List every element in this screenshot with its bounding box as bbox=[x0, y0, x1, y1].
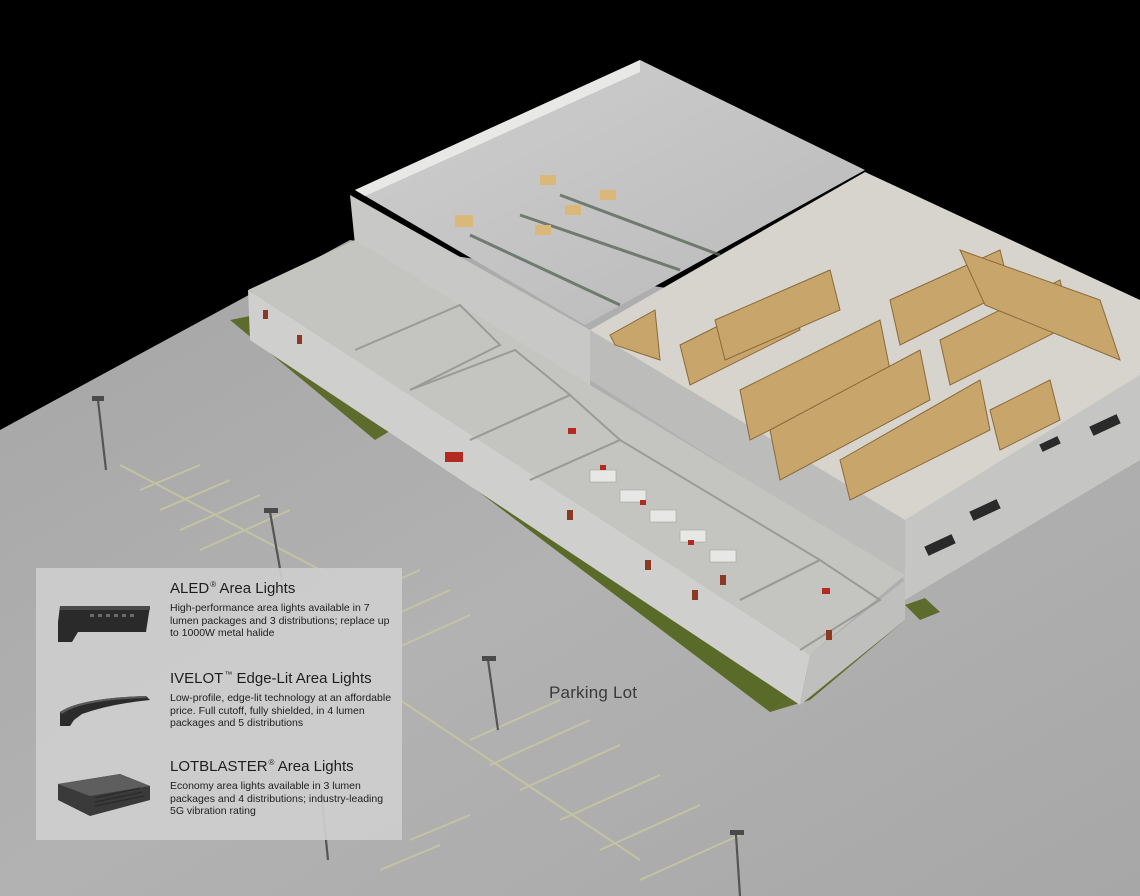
office-furniture bbox=[589, 469, 737, 563]
ivelot-fixture-icon bbox=[60, 696, 150, 726]
legend-item-description: High-performance area lights available i… bbox=[170, 602, 390, 639]
legend-item-title: IVELOT™ Edge-Lit Area Lights bbox=[170, 670, 372, 687]
legend-item-title: ALED® Area Lights bbox=[170, 580, 295, 597]
office-front-wall bbox=[248, 290, 810, 705]
legend-item-mark: ® bbox=[210, 580, 217, 589]
office-floor bbox=[248, 240, 905, 655]
legend-item-name: ALED bbox=[170, 580, 210, 597]
legend-item-description: Economy area lights available in 3 lumen… bbox=[170, 780, 384, 817]
mid-wall bbox=[350, 195, 590, 390]
legend-item-description: Low-profile, edge-lit technology at an a… bbox=[170, 692, 392, 729]
legend-item-name: IVELOT bbox=[170, 670, 224, 687]
upper-racks bbox=[469, 193, 721, 307]
legend-item-suffix: Area Lights bbox=[274, 758, 354, 775]
legend-item-mark: ® bbox=[268, 758, 275, 767]
parking-lot-label: Parking Lot bbox=[549, 683, 638, 702]
legend-item-suffix: Area Lights bbox=[216, 580, 296, 597]
legend-item-suffix: Edge-Lit Area Lights bbox=[232, 670, 372, 687]
office-room-walls bbox=[354, 303, 882, 651]
warehouse-shelving bbox=[609, 249, 1121, 501]
warehouse-right-wall bbox=[905, 375, 1140, 600]
lotblaster-fixture-icon bbox=[58, 774, 150, 816]
legend-item-name: LOTBLASTER bbox=[170, 758, 268, 775]
warehouse-front-wall bbox=[590, 330, 905, 580]
legend-item-title: LOTBLASTER® Area Lights bbox=[170, 758, 354, 775]
parking-stripes bbox=[119, 464, 741, 881]
legend-item-mark: ™ bbox=[224, 670, 233, 679]
aled-fixture-icon bbox=[58, 606, 150, 642]
office-side-wall bbox=[800, 580, 905, 705]
product-legend-panel: ALED® Area Lights High-performance area … bbox=[36, 568, 402, 840]
